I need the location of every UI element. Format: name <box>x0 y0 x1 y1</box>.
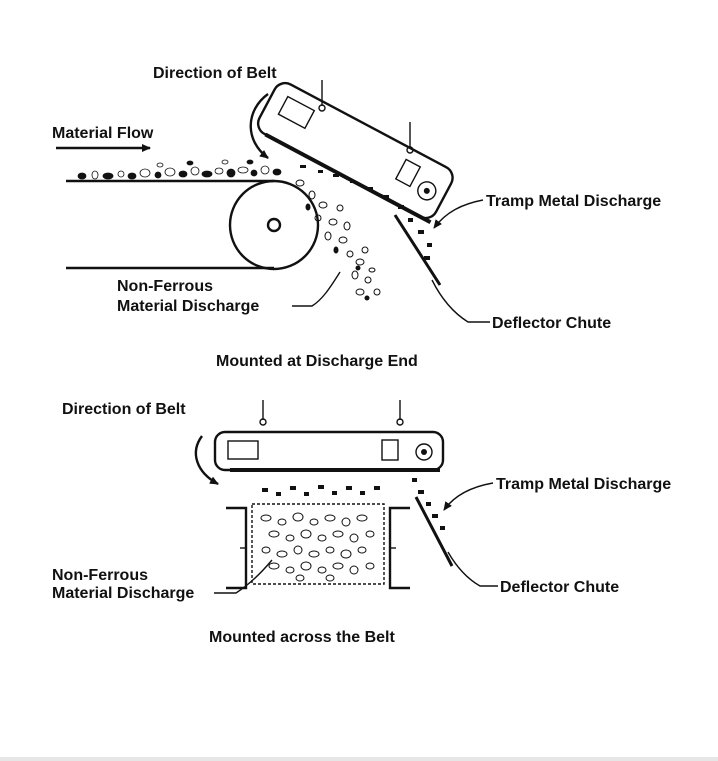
bottom-tramp-label: Tramp Metal Discharge <box>496 476 671 493</box>
top-deflector-chute <box>393 214 442 286</box>
top-tramp-label: Tramp Metal Discharge <box>486 193 661 210</box>
top-material-flow-label: Material Flow <box>52 125 154 142</box>
head-pulley <box>228 179 320 271</box>
conveyor-belt <box>66 179 320 271</box>
belt-cross-section <box>226 503 410 590</box>
bottom-tramp-metal-pieces <box>262 478 445 530</box>
top-chute-leader <box>431 279 490 323</box>
top-nonferrous-leader <box>292 271 341 307</box>
top-caption: Mounted at Discharge End <box>216 353 418 370</box>
bottom-nonferrous-label-line2: Material Discharge <box>52 585 194 602</box>
top-direction-label: Direction of Belt <box>153 65 277 82</box>
bottom-nonferrous-label-line1: Non-Ferrous <box>52 567 148 584</box>
top-diagram: Direction of Belt Material Flow <box>52 65 661 370</box>
top-tramp-leader <box>433 199 484 229</box>
bottom-deflector-chute <box>414 496 454 567</box>
top-chute-label: Deflector Chute <box>492 315 611 332</box>
bottom-diagram: Direction of Belt <box>52 400 671 646</box>
bottom-material <box>260 512 375 582</box>
footer-strip <box>0 757 718 761</box>
inclined-magnet <box>256 80 454 225</box>
bottom-direction-arrow <box>194 435 219 486</box>
bottom-direction-label: Direction of Belt <box>62 401 186 418</box>
top-direction-arrow <box>249 93 269 159</box>
top-nonferrous-label-line2: Material Discharge <box>117 298 259 315</box>
top-nonferrous-label-line1: Non-Ferrous <box>117 278 213 295</box>
tramp-metal-pieces <box>300 165 432 260</box>
bottom-chute-label: Deflector Chute <box>500 579 619 596</box>
cross-belt-magnet <box>213 400 445 472</box>
bottom-caption: Mounted across the Belt <box>209 629 395 646</box>
material-on-belt <box>77 159 282 180</box>
falling-nonferrous-material <box>295 179 381 301</box>
bottom-nonferrous-leader <box>214 559 273 594</box>
bottom-tramp-leader <box>443 482 494 511</box>
bottom-chute-leader <box>447 551 498 587</box>
